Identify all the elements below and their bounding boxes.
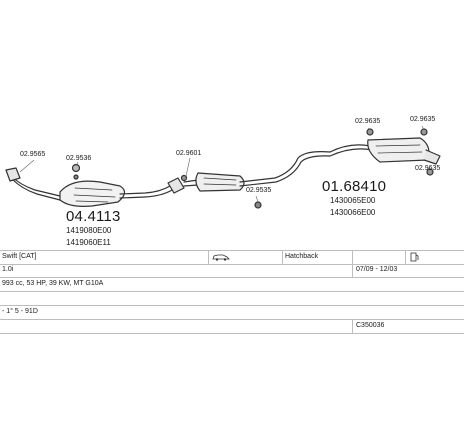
clamp-label-left-b: 02.9536 xyxy=(66,155,92,162)
info-row-ref: - 1° 5 - 91D xyxy=(0,306,464,320)
tail-end xyxy=(423,149,441,165)
oe-number-left-1: 1419080E00 xyxy=(66,226,112,235)
oe-number-left-2: 1419060E11 xyxy=(66,238,111,247)
clamp-label-right-a: 02.9635 xyxy=(355,118,381,125)
info-row-spec: 993 cc, 53 HP, 39 KW, MT G10A xyxy=(0,278,464,292)
info-row-model: Swift [CAT] Hatchback xyxy=(0,250,464,265)
exhaust-drawing xyxy=(5,125,441,209)
rear-silencer xyxy=(367,137,430,163)
rear-pipe xyxy=(329,144,371,153)
spec-label: 993 cc, 53 HP, 39 KW, MT G10A xyxy=(2,280,104,287)
model-label: Swift [CAT] xyxy=(2,253,37,260)
info-row-empty xyxy=(0,292,464,306)
clamp-label-right-c: 02.9635 xyxy=(415,165,441,172)
clamp-label-right-b: 02.9635 xyxy=(410,116,436,123)
fuel-pump-icon xyxy=(410,252,420,264)
resonator xyxy=(195,172,245,192)
oe-number-right-1: 1430065E00 xyxy=(330,196,376,205)
oe-number-right-2: 1430066E00 xyxy=(330,208,376,217)
clamp-label-mid-a: 02.9601 xyxy=(176,150,202,157)
period-label: 07/09 - 12/03 xyxy=(356,266,398,273)
clamp-label-left-a: 02.9565 xyxy=(20,151,46,158)
info-row-engine: 1.0i 07/09 - 12/03 xyxy=(0,264,464,278)
middle-flange xyxy=(167,177,185,194)
body-type-label: Hatchback xyxy=(285,253,319,260)
catalytic-converter xyxy=(59,180,126,207)
exhaust-diagram: 02.9565 02.9536 04.4113 1419080E00 14190… xyxy=(5,116,441,247)
tail-pipe-mid xyxy=(239,151,331,183)
part-number-right: 01.68410 xyxy=(322,178,387,195)
catalog-label: C350036 xyxy=(356,322,385,329)
mid-pipe-left xyxy=(119,185,171,195)
car-icon xyxy=(212,253,230,263)
part-number-left: 04.4113 xyxy=(66,208,121,225)
info-row-catalog: C350036 xyxy=(0,320,464,334)
clamp-label-mid-b: 02.9535 xyxy=(246,187,272,194)
engine-label: 1.0i xyxy=(2,266,14,273)
ref-label: - 1° 5 - 91D xyxy=(2,308,38,315)
